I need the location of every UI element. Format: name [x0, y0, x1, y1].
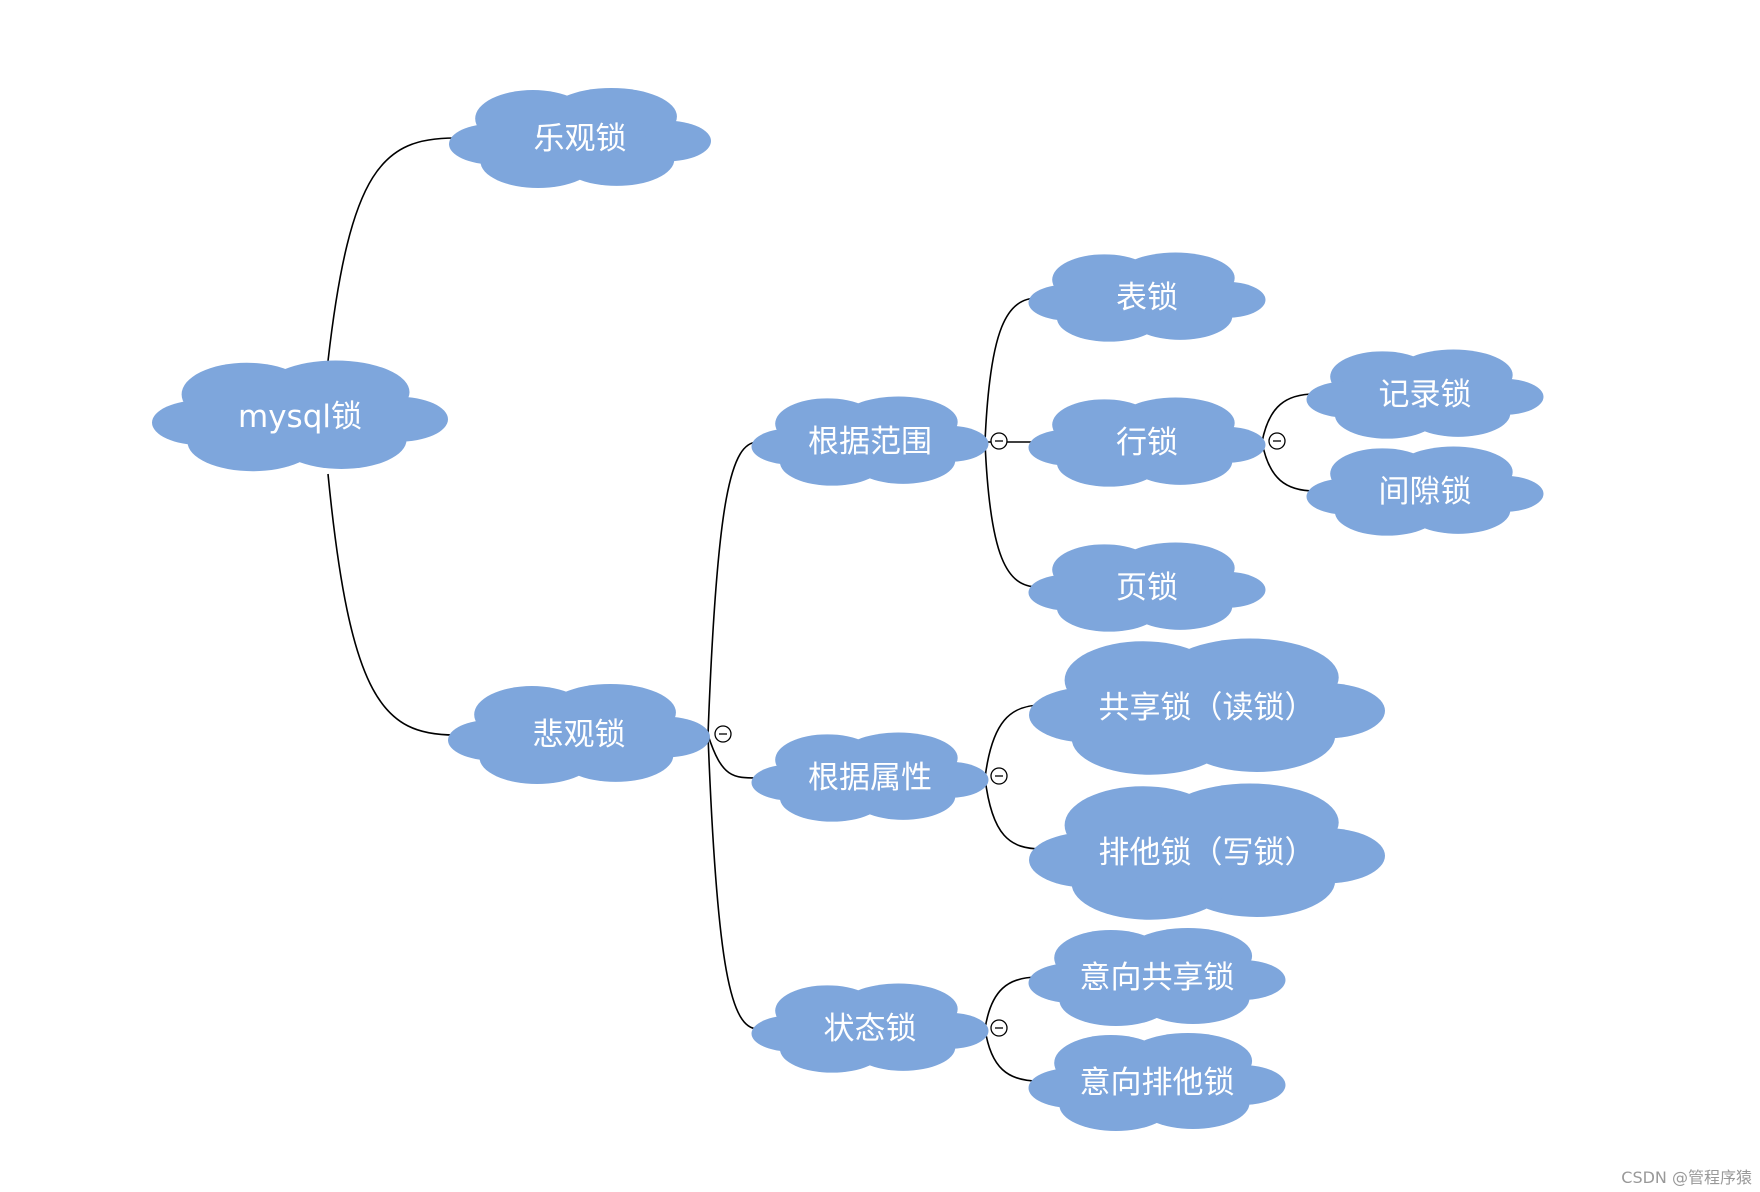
node-cloud-shape — [751, 732, 989, 822]
minus-circle-icon — [1268, 432, 1286, 450]
node-cloud-shape — [152, 360, 448, 472]
node-table-lock[interactable]: 表锁 — [1028, 252, 1266, 342]
cloud-lobe — [1306, 478, 1388, 515]
cloud-lobe — [751, 1015, 833, 1052]
node-state-lock[interactable]: 状态锁 — [751, 983, 989, 1073]
cloud-lobe — [751, 428, 833, 465]
cloud-lobe — [1028, 284, 1110, 321]
connector-pessimistic-by-attribute — [707, 734, 759, 779]
node-cloud-shape — [1029, 783, 1385, 920]
connectors — [327, 137, 1316, 1082]
node-label: 共享锁（读锁） — [1099, 690, 1316, 726]
node-optimistic-lock[interactable]: 乐观锁 — [449, 88, 712, 188]
node-record-lock[interactable]: 记录锁 — [1306, 349, 1544, 439]
collapse-toggles — [714, 432, 1286, 1037]
node-cloud-shape — [1028, 252, 1266, 342]
node-shared-lock[interactable]: 共享锁（读锁） — [1029, 638, 1385, 775]
watermark: CSDN @管程序猿 — [1621, 1168, 1752, 1187]
node-cloud-shape — [1306, 349, 1544, 439]
node-page-lock[interactable]: 页锁 — [1028, 542, 1266, 632]
node-by-scope[interactable]: 根据范围 — [751, 396, 989, 486]
node-label: 根据属性 — [808, 760, 932, 796]
connector-state-intent-shared — [984, 976, 1039, 1030]
cloud-lobe — [751, 764, 833, 801]
node-cloud-shape — [1306, 446, 1544, 536]
node-cloud-shape — [1028, 542, 1266, 632]
node-intent-exclusive-lock[interactable]: 意向排他锁 — [1028, 1033, 1286, 1131]
connector-state-intent-exclusive — [984, 1028, 1039, 1082]
cloud-lobe — [1029, 832, 1151, 888]
node-gap-lock[interactable]: 间隙锁 — [1306, 446, 1544, 536]
connector-pessimistic-by-scope — [707, 441, 759, 736]
connector-by-scope-page — [984, 441, 1039, 588]
node-cloud-shape — [751, 983, 989, 1073]
connector-pessimistic-state — [707, 734, 759, 1030]
node-cloud-shape — [1028, 928, 1286, 1026]
collapse-toggle-state[interactable] — [990, 1019, 1008, 1037]
node-mysql-lock[interactable]: mysql锁 — [152, 360, 448, 472]
connector-root-pessimistic — [327, 473, 456, 736]
node-exclusive-lock[interactable]: 排他锁（写锁） — [1029, 783, 1385, 920]
node-intent-shared-lock[interactable]: 意向共享锁 — [1028, 928, 1286, 1026]
collapse-toggle-row[interactable] — [1268, 432, 1286, 450]
minus-circle-icon — [990, 432, 1008, 450]
node-cloud-shape — [448, 684, 711, 784]
cloud-lobe — [1028, 429, 1110, 466]
node-pessimistic-lock[interactable]: 悲观锁 — [448, 684, 711, 784]
cloud-lobe — [1029, 687, 1151, 743]
cloud-lobe — [449, 123, 539, 165]
connector-row-record — [1261, 393, 1316, 443]
connector-row-gap — [1261, 441, 1316, 492]
node-label: mysql锁 — [238, 399, 362, 435]
node-cloud-shape — [1028, 397, 1266, 487]
node-label: 意向共享锁 — [1080, 960, 1235, 996]
collapse-toggle-by-attribute[interactable] — [990, 767, 1008, 785]
minus-circle-icon — [990, 1019, 1008, 1037]
minus-circle-icon — [714, 725, 732, 743]
node-label: 记录锁 — [1379, 377, 1472, 413]
node-label: 乐观锁 — [534, 121, 627, 157]
connector-root-optimistic — [327, 137, 456, 362]
collapse-toggle-by-scope[interactable] — [990, 432, 1008, 450]
node-label: 根据范围 — [808, 424, 932, 460]
connector-by-attribute-shared — [984, 704, 1043, 779]
node-label: 状态锁 — [824, 1011, 917, 1047]
node-label: 行锁 — [1116, 425, 1178, 461]
node-cloud-shape — [1028, 1033, 1286, 1131]
connector-by-scope-table — [984, 297, 1039, 443]
node-label: 悲观锁 — [533, 717, 626, 753]
collapse-toggle-pessimistic[interactable] — [714, 725, 732, 743]
node-cloud-shape — [449, 88, 712, 188]
connector-by-attribute-exclusive — [984, 777, 1043, 850]
cloud-lobe — [1028, 574, 1110, 611]
cloud-lobe — [1306, 381, 1388, 418]
node-label: 意向排他锁 — [1080, 1065, 1235, 1101]
node-by-attribute[interactable]: 根据属性 — [751, 732, 989, 822]
node-label: 页锁 — [1116, 570, 1178, 606]
node-label: 表锁 — [1116, 280, 1178, 316]
node-label: 间隙锁 — [1379, 474, 1472, 510]
node-cloud-shape — [1029, 638, 1385, 775]
node-row-lock[interactable]: 行锁 — [1028, 397, 1266, 487]
cloud-lobe — [152, 400, 253, 446]
node-label: 排他锁（写锁） — [1099, 835, 1316, 871]
node-cloud-shape — [751, 396, 989, 486]
minus-circle-icon — [990, 767, 1008, 785]
cloud-lobe — [1028, 963, 1116, 1003]
cloud-lobe — [448, 719, 538, 761]
cloud-lobe — [1028, 1068, 1116, 1108]
nodes: mysql锁 乐观锁 悲观锁 根据范围 表锁 行锁 记录锁 间隙 — [152, 88, 1544, 1131]
